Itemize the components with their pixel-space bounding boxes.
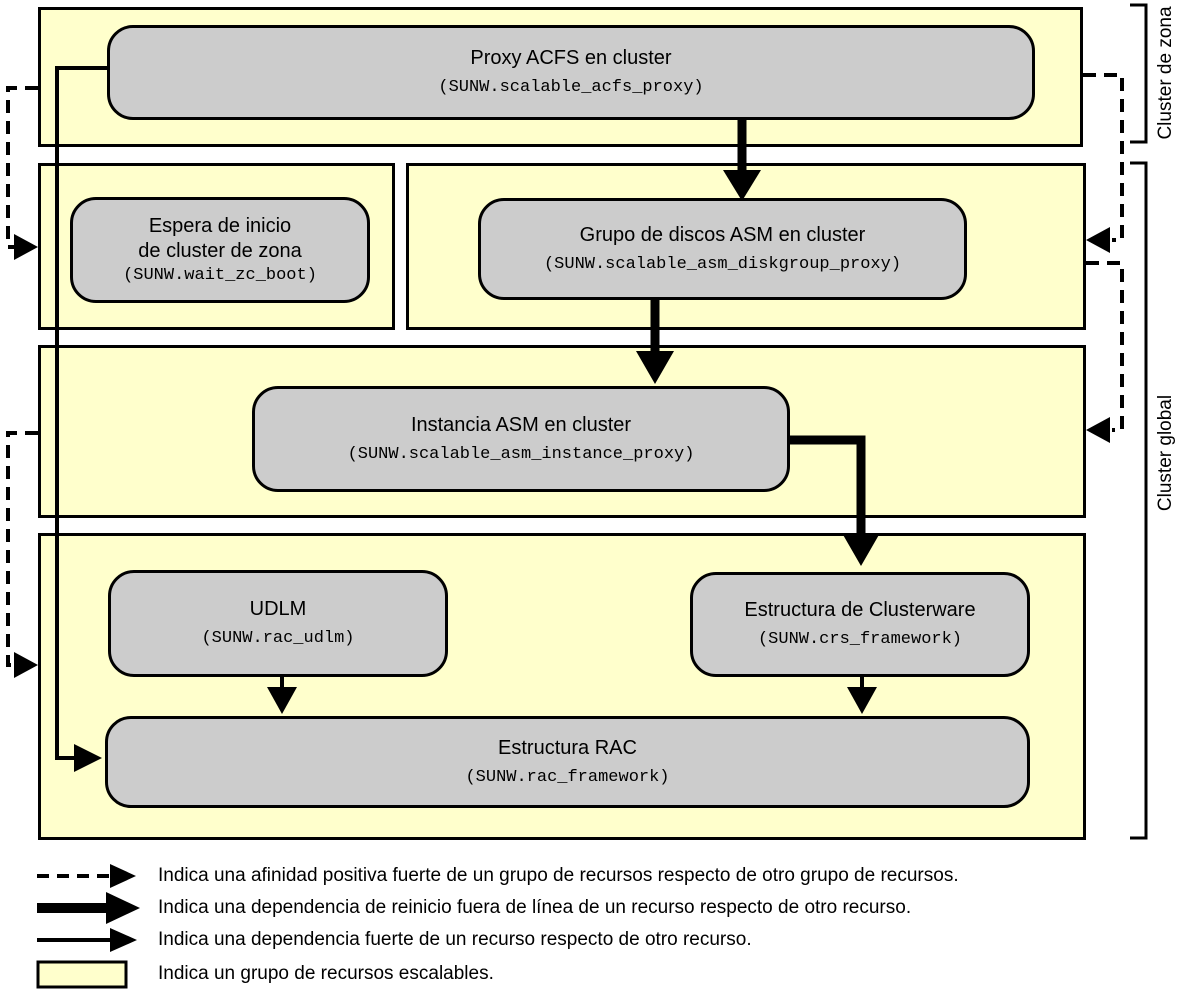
zone-cluster-label: Cluster de zona [1155, 6, 1176, 140]
dashed-arrow-zone-to-wait-icon [6, 86, 38, 260]
global-cluster-label: Cluster global [1155, 394, 1176, 512]
resource-wait-zc-boot: Espera de inicio de cluster de zona (SUN… [70, 197, 370, 303]
resource-title: Proxy ACFS en cluster [470, 47, 672, 69]
legend-scalable-group-text: Indica un grupo de recursos escalables. [158, 963, 494, 984]
resource-crs-framework: Estructura de Clusterware (SUNW.crs_fram… [690, 572, 1030, 677]
resource-asm-diskgroup: Grupo de discos ASM en cluster (SUNW.sca… [478, 198, 967, 300]
global-cluster-bracket [1130, 161, 1148, 840]
legend-dashed-arrow-icon [37, 864, 136, 888]
legend-offline-restart-text: Indica una dependencia de reinicio fuera… [158, 897, 912, 918]
dashed-arrow-diskgroup-to-instance-icon [1086, 261, 1124, 443]
zone-cluster-bracket [1130, 3, 1148, 144]
legend-thick-arrow-icon [37, 892, 140, 924]
resource-title-line2: de cluster de zona [138, 239, 302, 262]
resource-rac-framework: Estructura RAC (SUNW.rac_framework) [105, 716, 1030, 808]
resource-type: (SUNW.scalable_asm_instance_proxy) [347, 444, 695, 464]
resource-proxy-acfs: Proxy ACFS en cluster (SUNW.scalable_acf… [107, 25, 1035, 120]
legend-affinity-text: Indica una afinidad positiva fuerte de u… [158, 865, 959, 886]
legend-thin-arrow-icon [37, 928, 137, 952]
legend-scalable-group-swatch [36, 960, 128, 989]
resource-type: (SUNW.scalable_asm_diskgroup_proxy) [543, 254, 902, 274]
resource-type: (SUNW.scalable_acfs_proxy) [438, 78, 704, 97]
resource-type: (SUNW.rac_udlm) [201, 629, 355, 648]
legend-strong-dependency-text: Indica una dependencia fuerte de un recu… [158, 929, 752, 950]
resource-title: Estructura RAC [498, 736, 637, 759]
resource-type: (SUNW.wait_zc_boot) [123, 265, 317, 285]
resource-asm-instance: Instancia ASM en cluster (SUNW.scalable_… [252, 386, 790, 492]
resource-title: UDLM [249, 598, 307, 620]
resource-title: Grupo de discos ASM en cluster [579, 223, 866, 246]
resource-title: Instancia ASM en cluster [410, 413, 632, 436]
resource-title: Estructura de Clusterware [744, 599, 976, 621]
resource-udlm: UDLM (SUNW.rac_udlm) [108, 570, 448, 677]
dashed-arrow-zone-to-diskgroup-icon [1083, 73, 1124, 253]
dashed-arrow-instance-to-rac-group-icon [6, 431, 38, 678]
resource-type: (SUNW.crs_framework) [757, 630, 963, 649]
resource-title: Espera de inicio [148, 214, 292, 237]
resource-type: (SUNW.rac_framework) [465, 767, 670, 787]
